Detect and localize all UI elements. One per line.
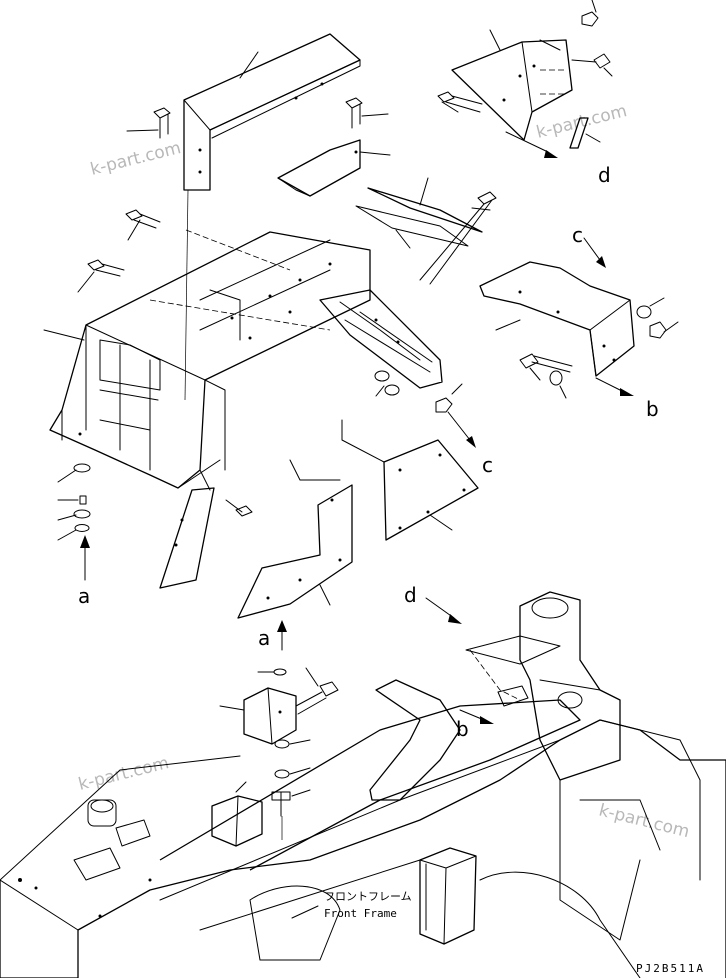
callout-c: c [482,453,493,477]
washer-stack [57,463,91,541]
bracket-plate [277,139,391,197]
watermark: k-part.com [597,800,692,842]
bolt [571,53,613,77]
callout-b-frame: b [456,717,469,741]
arrow-a-top [277,620,287,651]
bolt [126,107,171,139]
bolt [125,209,161,241]
nut [649,321,667,339]
callout-a: a [78,584,90,608]
callout-d: d [598,163,611,187]
bracket-d [451,29,573,141]
bolt [419,191,497,285]
arrow-c-top [583,237,606,268]
mount-bracket [219,687,297,745]
frame-curve [479,871,641,978]
washer [274,739,290,749]
washer [636,305,652,319]
bracket-c [479,261,635,377]
frame-column [519,591,701,941]
callout-a-top: a [258,626,270,650]
frame-curve [249,885,341,961]
washer [273,668,287,676]
bolt [437,91,483,113]
arrow-b-frame [459,709,494,724]
front-frame-label-en: Front Frame [324,907,397,920]
frame-box [419,847,477,945]
bolt [225,499,253,517]
nut [581,0,599,27]
bolt [295,667,339,715]
seal-strip [355,177,483,249]
side-plate-left [159,469,215,589]
arrow-d-frame [425,597,462,624]
callout-d-frame: d [404,583,417,607]
cover-plate-square [341,419,479,541]
bolt [345,97,389,129]
arrow-d [505,131,558,158]
arrow-a-bottom [80,535,90,581]
frame-plate-d [465,635,561,707]
washer [384,384,400,396]
washer [374,370,390,382]
drawing-code: PJ2B511A [636,962,705,975]
front-frame-label-jp: フロントフレーム [324,890,412,903]
front-frame-leader [291,905,319,919]
bolt [519,353,573,381]
watermark: k-part.com [76,753,171,795]
washer [549,370,563,386]
nut [435,397,453,413]
small-bracket [211,781,263,847]
frame-hanger [369,679,461,801]
washer [274,769,290,779]
cover-plate-large [237,459,353,619]
arrow-c [447,411,476,448]
callout-b: b [646,397,659,421]
arrow-b [595,377,634,396]
callout-c-top: c [572,223,583,247]
clip [569,117,601,149]
bolt [77,259,125,293]
bolt [271,791,291,817]
step-structure [43,229,371,489]
top-cover-plate [183,33,361,401]
gusset [319,289,443,389]
front-frame [0,699,726,978]
watermark: k-part.com [88,138,183,180]
